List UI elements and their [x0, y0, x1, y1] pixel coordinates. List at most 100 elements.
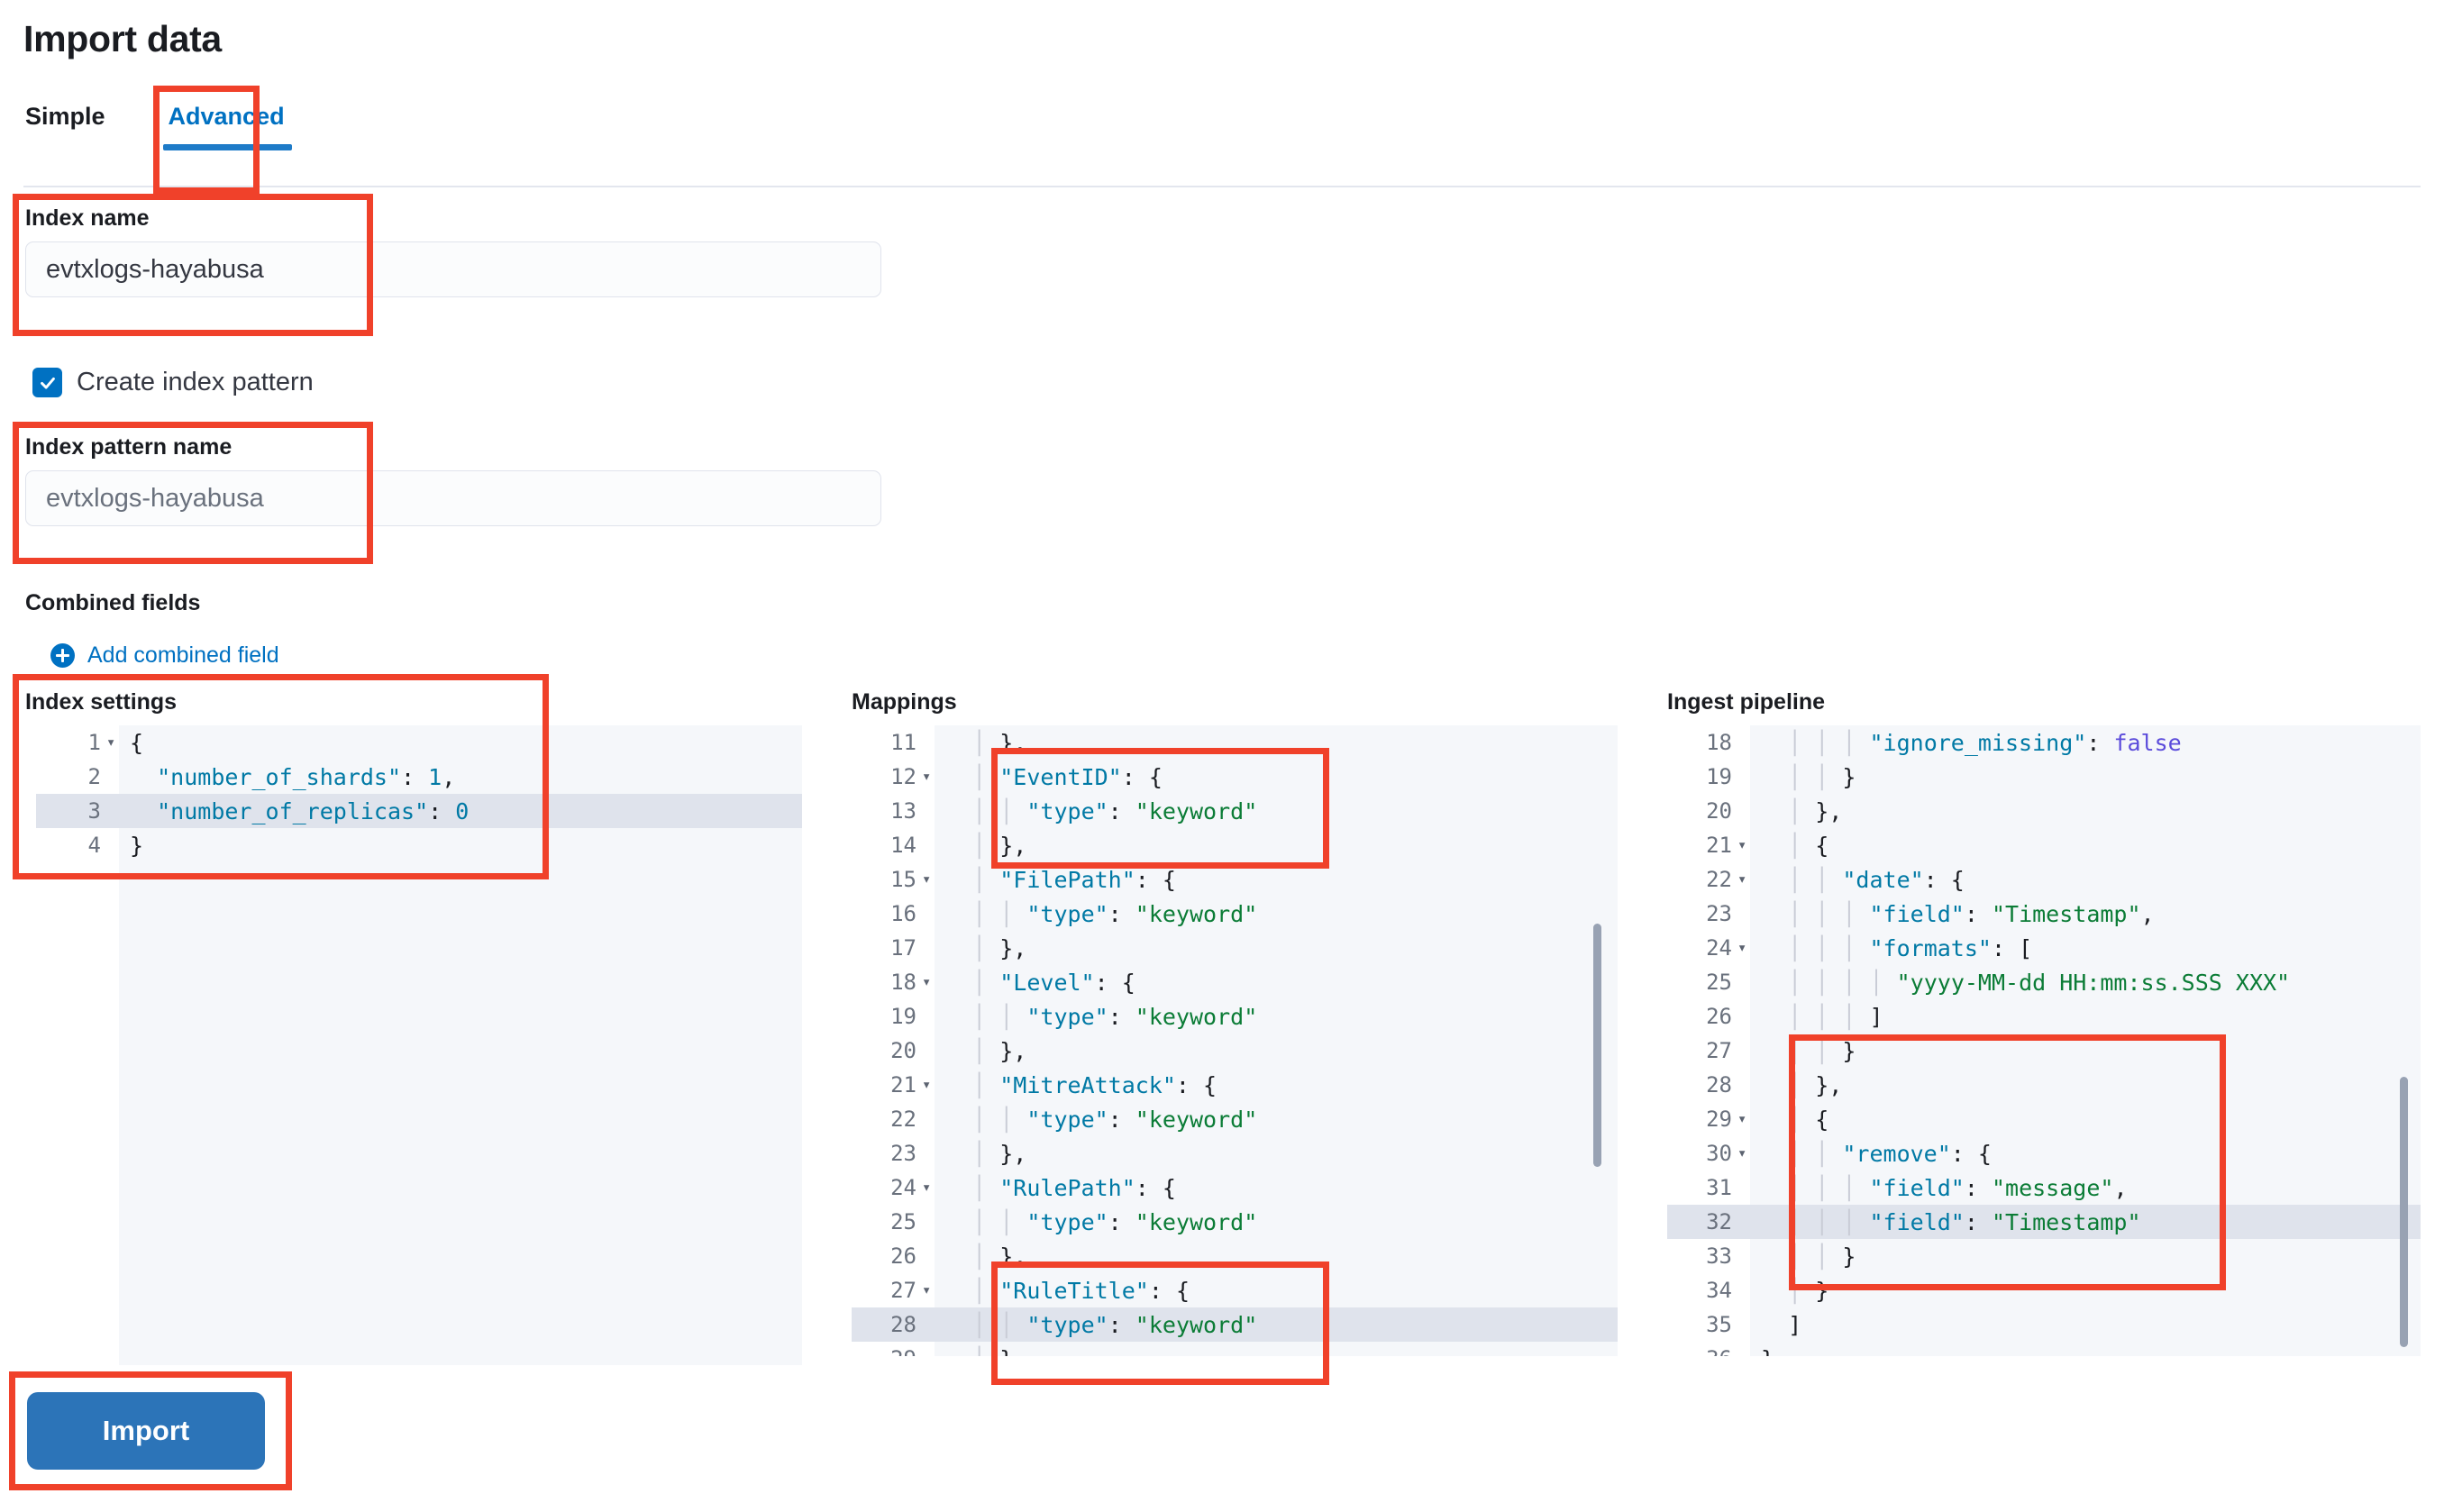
checkmark-icon	[40, 377, 55, 389]
line-number: 1	[87, 730, 101, 755]
line-number: 16	[890, 901, 916, 926]
code-line[interactable]: 14 │ },	[852, 828, 1618, 862]
code-line[interactable]: 12▾ │ "EventID": {	[852, 760, 1618, 794]
code-line[interactable]: 35 ]	[1667, 1307, 2421, 1342]
fold-arrow-icon[interactable]: ▾	[922, 870, 932, 888]
tab-advanced[interactable]: Advanced	[145, 97, 308, 150]
code-line[interactable]: 25 │ │ "type": "keyword"	[852, 1205, 1618, 1239]
code-line[interactable]: 11 │ },	[852, 725, 1618, 760]
code-text: │ │ "type": "keyword"	[972, 900, 1258, 927]
code-line[interactable]: 26 │ │ │ ]	[1667, 999, 2421, 1034]
line-number: 28	[890, 1312, 916, 1337]
code-line[interactable]: 30▾ │ │ "remove": {	[1667, 1136, 2421, 1170]
code-line[interactable]: 24▾ │ "RulePath": {	[852, 1170, 1618, 1205]
line-number: 25	[1706, 970, 1732, 995]
mappings-editor[interactable]: 11 │ },12▾ │ "EventID": {13 │ │ "type": …	[852, 725, 1618, 1356]
fold-arrow-icon[interactable]: ▾	[922, 1178, 932, 1197]
line-number: 32	[1706, 1209, 1732, 1234]
import-button[interactable]: Import	[27, 1392, 265, 1470]
code-text: │ │ "type": "keyword"	[972, 1208, 1258, 1235]
code-text: │ },	[972, 729, 1027, 756]
code-text: │ },	[1788, 1071, 1843, 1098]
add-combined-field-button[interactable]: Add combined field	[50, 642, 279, 669]
fold-arrow-icon[interactable]: ▾	[922, 1280, 932, 1299]
fold-arrow-icon[interactable]: ▾	[922, 1075, 932, 1094]
fold-arrow-icon[interactable]: ▾	[922, 972, 932, 991]
code-line[interactable]: 28 │ },	[1667, 1068, 2421, 1102]
code-text: │ │ │ "field": "Timestamp"	[1788, 1208, 2141, 1235]
code-line[interactable]: 23 │ │ │ "field": "Timestamp",	[1667, 897, 2421, 931]
code-line[interactable]: 13 │ │ "type": "keyword"	[852, 794, 1618, 828]
fold-arrow-icon[interactable]: ▾	[922, 767, 932, 786]
code-text: │ │ "type": "keyword"	[972, 797, 1258, 824]
fold-arrow-icon[interactable]: ▾	[1737, 938, 1747, 957]
create-index-pattern-label: Create index pattern	[77, 368, 314, 396]
code-line[interactable]: 20 │ },	[1667, 794, 2421, 828]
line-number: 29	[852, 1346, 916, 1356]
fold-arrow-icon[interactable]: ▾	[1737, 835, 1747, 854]
line-number: 19	[1706, 764, 1732, 789]
index-settings-title: Index settings	[25, 689, 178, 715]
code-line[interactable]: 28 │ │ "type": "keyword"	[852, 1307, 1618, 1342]
code-line[interactable]: 4}	[36, 828, 802, 862]
fold-arrow-icon[interactable]: ▾	[1737, 870, 1747, 888]
code-line[interactable]: 27 │ │ }	[1667, 1034, 2421, 1068]
code-line[interactable]: 17 │ },	[852, 931, 1618, 965]
code-line[interactable]: 29 │ },	[852, 1342, 1618, 1357]
line-number: 2	[87, 764, 101, 789]
code-text: │ },	[972, 832, 1027, 859]
code-line[interactable]: 23 │ },	[852, 1136, 1618, 1170]
mappings-scrollbar[interactable]	[1593, 924, 1601, 1167]
create-index-pattern-row[interactable]: Create index pattern	[32, 368, 314, 397]
code-line[interactable]: 20 │ },	[852, 1034, 1618, 1068]
tab-simple[interactable]: Simple	[25, 103, 105, 130]
code-line[interactable]: 24▾ │ │ │ "formats": [	[1667, 931, 2421, 965]
line-number: 4	[87, 833, 101, 858]
code-line[interactable]: 18 │ │ │ "ignore_missing": false	[1667, 725, 2421, 760]
code-line[interactable]: 19 │ │ "type": "keyword"	[852, 999, 1618, 1034]
code-text: │ "Level": {	[972, 969, 1135, 996]
add-combined-field-label: Add combined field	[87, 642, 279, 668]
line-number: 21	[890, 1072, 916, 1098]
code-line[interactable]: 27▾ │ "RuleTitle": {	[852, 1273, 1618, 1307]
code-text: ]	[1788, 1311, 1802, 1338]
code-line[interactable]: 33 │ │ }	[1667, 1239, 2421, 1273]
fold-arrow-icon[interactable]: ▾	[106, 733, 116, 751]
code-line[interactable]: 15▾ │ "FilePath": {	[852, 862, 1618, 897]
code-line[interactable]: 21▾ │ {	[1667, 828, 2421, 862]
index-name-input[interactable]: evtxlogs-hayabusa	[25, 241, 881, 297]
code-text: │ │ "date": {	[1788, 866, 1965, 893]
index-settings-editor[interactable]: 1▾{2 "number_of_shards": 1,3 "number_of_…	[36, 725, 802, 1365]
code-text: │ },	[1788, 797, 1843, 824]
line-number: 11	[890, 730, 916, 755]
code-line[interactable]: 31 │ │ │ "field": "message",	[1667, 1170, 2421, 1205]
code-line[interactable]: 18▾ │ "Level": {	[852, 965, 1618, 999]
code-line[interactable]: 16 │ │ "type": "keyword"	[852, 897, 1618, 931]
code-text: │ │ "remove": {	[1788, 1140, 1992, 1167]
plus-circle-icon	[50, 643, 75, 668]
code-text: │ "RulePath": {	[972, 1174, 1176, 1201]
code-line[interactable]: 21▾ │ "MitreAttack": {	[852, 1068, 1618, 1102]
code-line[interactable]: 22 │ │ "type": "keyword"	[852, 1102, 1618, 1136]
ingest-pipeline-scrollbar[interactable]	[2400, 1077, 2408, 1347]
code-line[interactable]: 26 │ },	[852, 1239, 1618, 1273]
index-pattern-name-input[interactable]: evtxlogs-hayabusa	[25, 470, 881, 526]
fold-arrow-icon[interactable]: ▾	[1737, 1109, 1747, 1128]
code-line[interactable]: 1▾{	[36, 725, 802, 760]
code-text: "number_of_shards": 1,	[157, 763, 456, 790]
code-line[interactable]: 25 │ │ │ │ "yyyy-MM-dd HH:mm:ss.SSS XXX"	[1667, 965, 2421, 999]
code-text: │ │ }	[1788, 1037, 1856, 1064]
code-line[interactable]: 2 "number_of_shards": 1,	[36, 760, 802, 794]
fold-arrow-icon[interactable]: ▾	[1737, 1143, 1747, 1162]
code-line[interactable]: 3 "number_of_replicas": 0	[36, 794, 802, 828]
code-line[interactable]: 36}	[1667, 1342, 2421, 1357]
code-line[interactable]: 32 │ │ │ "field": "Timestamp"	[1667, 1205, 2421, 1239]
code-line[interactable]: 22▾ │ │ "date": {	[1667, 862, 2421, 897]
index-settings-gutter	[36, 725, 119, 1365]
code-line[interactable]: 19 │ │ }	[1667, 760, 2421, 794]
code-line[interactable]: 29▾ │ {	[1667, 1102, 2421, 1136]
code-text: │ │ │ "field": "message",	[1788, 1174, 2128, 1201]
code-line[interactable]: 34 │ }	[1667, 1273, 2421, 1307]
create-index-pattern-checkbox[interactable]	[32, 368, 62, 397]
